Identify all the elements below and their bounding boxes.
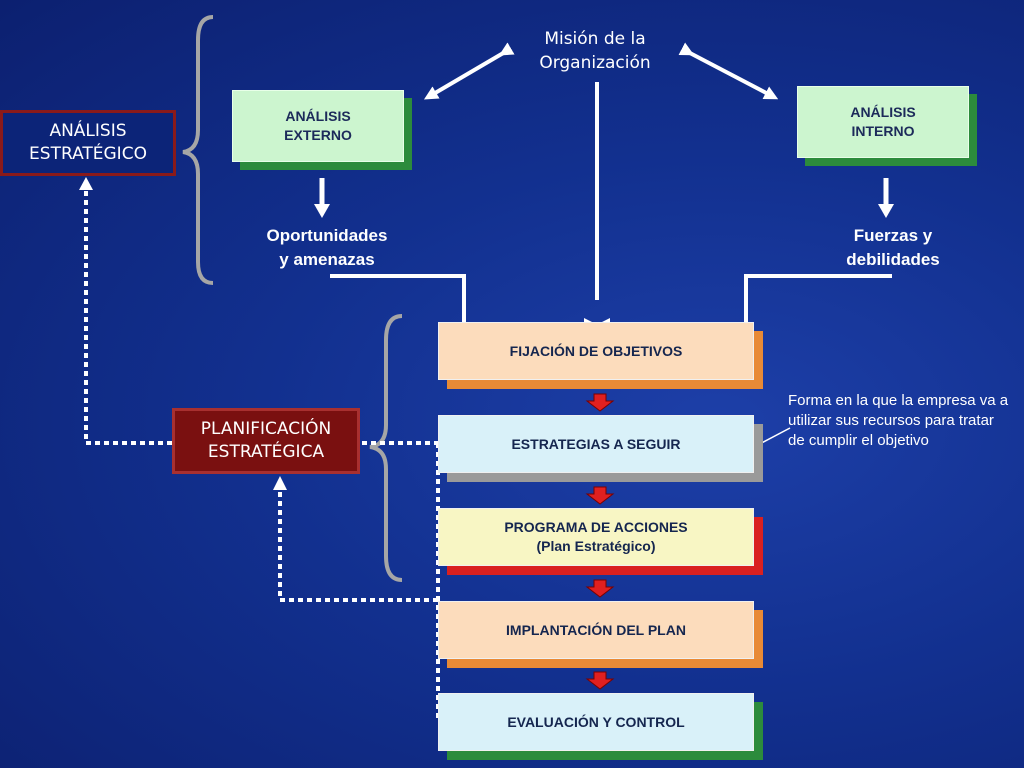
mission-line2: Organización — [539, 53, 651, 73]
flow-arrow-2 — [585, 486, 615, 505]
oportunidades-line1: Oportunidades — [266, 226, 388, 245]
fuerzas-connector — [744, 274, 892, 322]
analisis-estrategico-line1: ANÁLISIS — [49, 121, 127, 141]
analisis-estrategico-box: ANÁLISIS ESTRATÉGICO — [0, 110, 176, 176]
process-step-evaluacion: EVALUACIÓN Y CONTROL — [438, 693, 754, 751]
interno-down-arrowhead — [878, 204, 894, 218]
fuerzas-label: Fuerzas y debilidades — [808, 224, 978, 272]
analisis-interno-line1: ANÁLISIS — [850, 104, 916, 120]
mission-to-externo-arrow — [423, 42, 515, 100]
oportunidades-label: Oportunidades y amenazas — [242, 224, 412, 272]
process-step-fijacion: FIJACIÓN DE OBJETIVOS — [438, 322, 754, 380]
mission-line1: Misión de la — [544, 29, 646, 49]
analisis-externo-line2: EXTERNO — [284, 127, 352, 143]
analisis-estrategico-line2: ESTRATÉGICO — [29, 144, 147, 164]
process-step-estrategias: ESTRATEGIAS A SEGUIR — [438, 415, 754, 473]
process-step-label: PROGRAMA DE ACCIONES — [504, 519, 688, 535]
planificacion-line1: PLANIFICACIÓN — [200, 419, 332, 439]
process-step-label: FIJACIÓN DE OBJETIVOS — [509, 342, 683, 359]
process-step-label: EVALUACIÓN Y CONTROL — [507, 713, 685, 730]
feedback-dotted-top — [84, 188, 172, 445]
note-pointer — [751, 427, 791, 449]
process-step-label: ESTRATEGIAS A SEGUIR — [511, 435, 681, 452]
mission-to-interno-arrow — [678, 42, 779, 100]
fuerzas-line2: debilidades — [846, 250, 940, 269]
analisis-interno-line2: INTERNO — [851, 123, 915, 139]
oportunidades-connector — [330, 274, 466, 322]
planificacion-estrategica-box: PLANIFICACIÓN ESTRATÉGICA — [172, 408, 360, 474]
oportunidades-line2: y amenazas — [279, 250, 375, 269]
process-step-label: IMPLANTACIÓN DEL PLAN — [506, 621, 686, 638]
feedback-dotted-planif — [278, 488, 438, 602]
fuerzas-line1: Fuerzas y — [853, 226, 933, 245]
process-step-programa: PROGRAMA DE ACCIONES (Plan Estratégico) — [438, 508, 754, 566]
analisis-brace — [182, 15, 214, 285]
analisis-interno-box: ANÁLISIS INTERNO — [797, 86, 969, 158]
planificacion-line2: ESTRATÉGICA — [207, 442, 325, 462]
flow-arrow-4 — [585, 671, 615, 690]
process-step-implantacion: IMPLANTACIÓN DEL PLAN — [438, 601, 754, 659]
externo-down-arrowhead — [314, 204, 330, 218]
strategy-note: Forma en la que la empresa va a utilizar… — [788, 392, 1009, 449]
analisis-externo-box: ANÁLISIS EXTERNO — [232, 90, 404, 162]
flow-arrow-1 — [585, 393, 615, 412]
analisis-externo-line1: ANÁLISIS — [285, 108, 351, 124]
feedback-top-arrowhead — [79, 177, 93, 190]
flow-arrow-3 — [585, 579, 615, 598]
feedback-planif-arrowhead — [273, 476, 287, 490]
process-step-sublabel: (Plan Estratégico) — [536, 538, 656, 554]
planificacion-brace — [369, 314, 403, 582]
mission-title: Misión de la Organización — [520, 27, 670, 75]
